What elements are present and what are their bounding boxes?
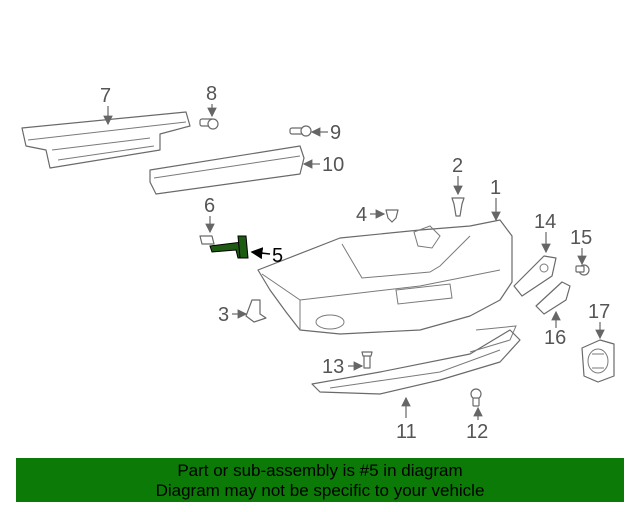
callout-15: 15 [570,227,592,249]
part-5-bracket [209,235,249,259]
part-7-absorber [21,111,191,169]
part-12-screw [470,388,482,407]
part-14-bracket [513,255,557,297]
part-8-screw [199,118,219,130]
callout-3: 3 [218,304,229,326]
disclaimer-banner: Part or sub-assembly is #5 in diagram Di… [16,458,624,502]
callout-10: 10 [322,154,344,176]
callout-1: 1 [490,177,501,199]
part-9-bolt [289,125,312,137]
part-13-bolt [361,351,373,369]
callout-8: 8 [206,83,217,105]
callout-9: 9 [330,122,341,144]
callout-6: 6 [204,195,215,217]
callout-4: 4 [356,204,367,226]
part-6-clip [199,235,215,245]
part-10-beam [149,145,305,195]
callout-13: 13 [322,356,344,378]
callout-14: 14 [534,211,556,233]
callout-7: 7 [100,85,111,107]
callout-2: 2 [452,155,463,177]
callout-16: 16 [544,327,566,349]
part-1-fascia [257,219,513,335]
part-17-emblem [581,339,615,383]
callout-11: 11 [396,421,417,443]
banner-line-disclaimer: Diagram may not be specific to your vehi… [155,481,485,500]
callout-12: 12 [466,421,488,443]
part-16-bracket [535,281,571,315]
parts-diagram: 7 8 9 10 6 5 4 2 1 3 14 15 16 17 13 11 1… [21,83,615,443]
leader-5 [250,247,271,260]
banner-line-part: Part or sub-assembly is #5 in diagram [177,461,463,480]
part-11-valance [311,325,521,395]
part-3-bolt [245,299,267,323]
part-2-bolt [451,197,465,217]
part-4-push-pin [385,209,399,223]
callout-17: 17 [588,301,610,323]
callout-5: 5 [272,245,283,267]
part-15-screw [575,264,590,276]
